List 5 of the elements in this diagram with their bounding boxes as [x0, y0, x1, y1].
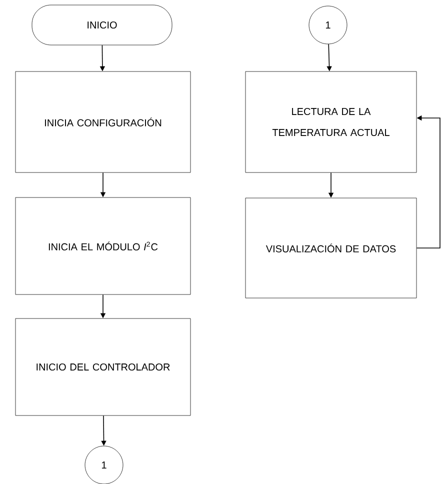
process-box: INICIO DEL CONTROLADOR [15, 318, 191, 416]
process-box: VISUALIZACIÓN DE DATOS [245, 198, 417, 298]
process-box: LECTURA DE LA TEMPERATURA ACTUAL [245, 71, 417, 173]
process-box: INICIA CONFIGURACIÓN [15, 71, 191, 173]
process-box: INICIA EL MÓDULO I$^{2}$C [15, 197, 191, 295]
